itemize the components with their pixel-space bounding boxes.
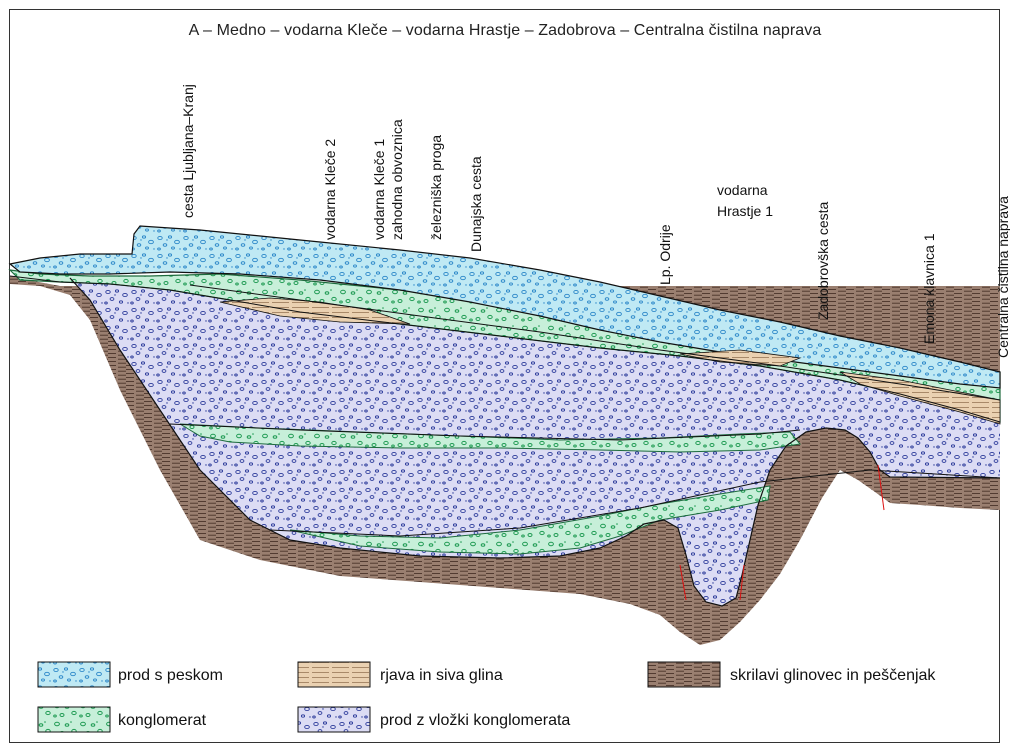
legend-label: prod z vložki konglomerata	[380, 712, 570, 729]
label-centralna-cistilna-naprava: Centralna čistilna naprava	[995, 196, 1010, 358]
geological-cross-section	[10, 226, 1000, 645]
legend-label: skrilavi glinovec in peščenjak	[730, 667, 936, 684]
legend-swatch-gravel-conglomerate	[298, 707, 370, 732]
label-zelezniska-proga: železniška proga	[428, 135, 444, 240]
label-lp-odrije: Lp. Odrije	[657, 224, 673, 285]
label-vodarna-klece-2: vodarna Kleče 2	[322, 139, 338, 240]
legend-item-gravel-sand: prod s peskom	[38, 662, 223, 687]
label-emona-klavnica-1: Emona klavnica 1	[921, 233, 937, 344]
legend-label: konglomerat	[118, 712, 207, 729]
label-zahodna-obvoznica: zahodna obvoznica	[389, 119, 405, 240]
label-vodarna-klece-1: vodarna Kleče 1	[371, 139, 387, 240]
label-vodarna: vodarna	[717, 182, 768, 198]
legend-swatch-conglomerate	[38, 707, 110, 732]
legend-item-conglomerate: konglomerat	[38, 707, 207, 732]
legend-swatch-shale	[648, 662, 720, 687]
legend-label: prod s peskom	[118, 667, 223, 684]
label-zadobrovska-cesta: Zadobrovška cesta	[815, 202, 831, 320]
label-dunajska-cesta: Dunajska cesta	[468, 156, 484, 252]
label-hrastje-1: Hrastje 1	[717, 203, 773, 219]
legend-swatch-clay	[298, 662, 370, 687]
legend-item-clay: rjava in siva glina	[298, 662, 503, 687]
legend-item-shale: skrilavi glinovec in peščenjak	[648, 662, 936, 687]
legend: prod s peskom rjava in siva glina skrila…	[38, 662, 936, 732]
legend-swatch-gravel-sand	[38, 662, 110, 687]
legend-label: rjava in siva glina	[380, 667, 503, 684]
label-cesta-ljubljana-kranj: cesta Ljubljana–Kranj	[180, 84, 196, 218]
legend-item-gravel-conglomerate: prod z vložki konglomerata	[298, 707, 570, 732]
